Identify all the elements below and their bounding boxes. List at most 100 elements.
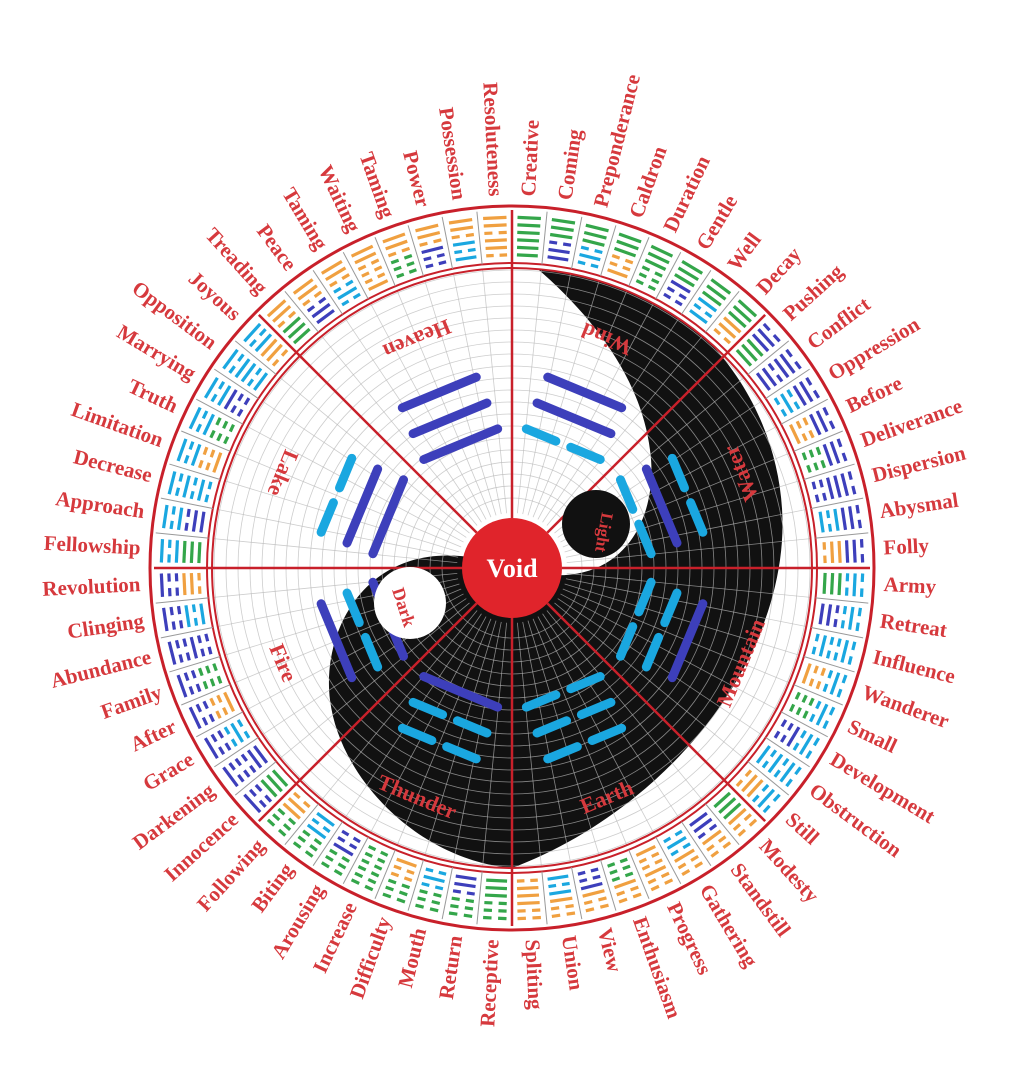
hexagram-symbol (350, 244, 389, 291)
dark-dot: Dark (374, 567, 446, 639)
void-label: Void (486, 554, 538, 583)
hexagram-symbol (483, 215, 508, 258)
hexagram-symbol (822, 572, 865, 597)
hexagram-label: Abysmal (878, 488, 960, 523)
hexagram-symbol (801, 663, 848, 698)
hexagram-symbol (663, 829, 704, 877)
hexagram-label: Truth (124, 374, 182, 418)
hexagram-symbol (188, 691, 235, 730)
hexagram-label: Resoluteness (478, 82, 508, 197)
hexagram-symbol (222, 745, 269, 788)
hexagram-symbol (203, 376, 251, 417)
hexagram-symbol (266, 299, 311, 345)
hexagram-label: Creative (516, 119, 544, 197)
hexagram-symbol (292, 278, 335, 325)
hexagram-label: Revolution (42, 572, 141, 601)
hexagram-symbol (292, 811, 335, 858)
hexagram-symbol (161, 504, 206, 533)
hexagram-symbol (159, 572, 202, 597)
hexagram-label: View (593, 925, 627, 975)
hexagram-symbol (801, 438, 848, 473)
hexagram-label: Taming (354, 149, 400, 222)
hexagram-symbol (415, 223, 447, 269)
hexagram-symbol (547, 217, 576, 262)
hexagram-label: Grace (139, 747, 198, 796)
hexagram-symbol (773, 719, 821, 760)
hexagram-symbol (161, 603, 206, 632)
hexagram-symbol (735, 322, 781, 367)
hexagram-label: After (126, 714, 179, 756)
hexagram-label: Dispersion (869, 441, 968, 488)
hexagram-symbol (188, 406, 235, 445)
hexagram-label: Fellowship (43, 531, 141, 560)
hexagram-symbol (483, 878, 508, 921)
hexagram-label: Army (883, 572, 937, 599)
hexagram-symbol (635, 244, 674, 291)
hexagram-label: Possession (434, 106, 471, 202)
hexagram-symbol (818, 603, 863, 632)
hexagram-symbol (822, 539, 865, 564)
hexagram-symbol (607, 857, 642, 904)
hexagram-label: Retreat (879, 609, 949, 643)
hexagram-label: Well (722, 228, 766, 275)
hexagram-symbol (663, 259, 704, 307)
hexagram-label: Still (781, 807, 824, 849)
hexagram-ring (148, 204, 876, 932)
hexagram-symbol (243, 322, 289, 367)
hexagram-symbol (577, 867, 609, 913)
hexagram-symbol (203, 719, 251, 760)
hexagram-label: Approach (54, 486, 146, 523)
hexagram-symbol (176, 438, 223, 473)
hexagram-symbol (789, 406, 836, 445)
hexagram-symbol (243, 769, 289, 814)
hexagram-symbol (516, 215, 541, 258)
hexagram-label: Caldron (624, 143, 672, 221)
hexagram-symbol (167, 471, 213, 503)
hexagram-symbol (547, 874, 576, 919)
hexagram-symbol (689, 811, 732, 858)
hexagram-label: Union (557, 934, 589, 992)
hexagram-symbol (266, 791, 311, 837)
hexagram-label: Family (98, 680, 166, 724)
hexagram-symbol (689, 278, 732, 325)
hexagram-symbol (755, 745, 802, 788)
hexagram-symbol (415, 867, 447, 913)
light-dot: Light (562, 490, 630, 558)
hexagram-label: Return (434, 934, 467, 1001)
hexagram-symbol (755, 348, 802, 391)
hexagram-symbol (222, 348, 269, 391)
hexagram-label: Decrease (71, 444, 154, 487)
hexagram-symbol (448, 217, 477, 262)
hexagram-label: Before (842, 371, 906, 418)
hexagram-label: Mouth (393, 925, 431, 990)
hexagram-label: Spliting (520, 939, 547, 1011)
hexagram-symbol (516, 878, 541, 921)
hexagram-symbol (713, 791, 758, 837)
hexagram-symbol (176, 663, 223, 698)
hexagram-symbol (350, 845, 389, 892)
hexagram-label: Folly (883, 533, 930, 559)
hexagram-symbol (789, 691, 836, 730)
hexagram-label: Power (398, 148, 435, 209)
hexagram-symbol (159, 539, 202, 564)
hexagram-symbol (448, 874, 477, 919)
hexagram-symbol (818, 504, 863, 533)
hexagram-label: Clinging (66, 608, 146, 643)
hexagram-symbol (735, 769, 781, 814)
hexagram-symbol (167, 633, 213, 665)
hexagram-label: Peace (252, 220, 302, 275)
hexagram-symbol (320, 259, 361, 307)
hexagram-symbol (607, 232, 642, 279)
hexagram-label: Coming (553, 127, 587, 201)
hexagram-symbol (635, 845, 674, 892)
hexagram-label: Small (844, 714, 901, 758)
void-center: Void (462, 518, 562, 618)
hexagram-label: Influence (870, 645, 957, 689)
hexagram-symbol (811, 633, 857, 665)
hexagram-symbol (577, 223, 609, 269)
hexagram-symbol (382, 232, 417, 279)
hexagram-label: Receptive (475, 939, 503, 1028)
hexagram-symbol (773, 376, 821, 417)
